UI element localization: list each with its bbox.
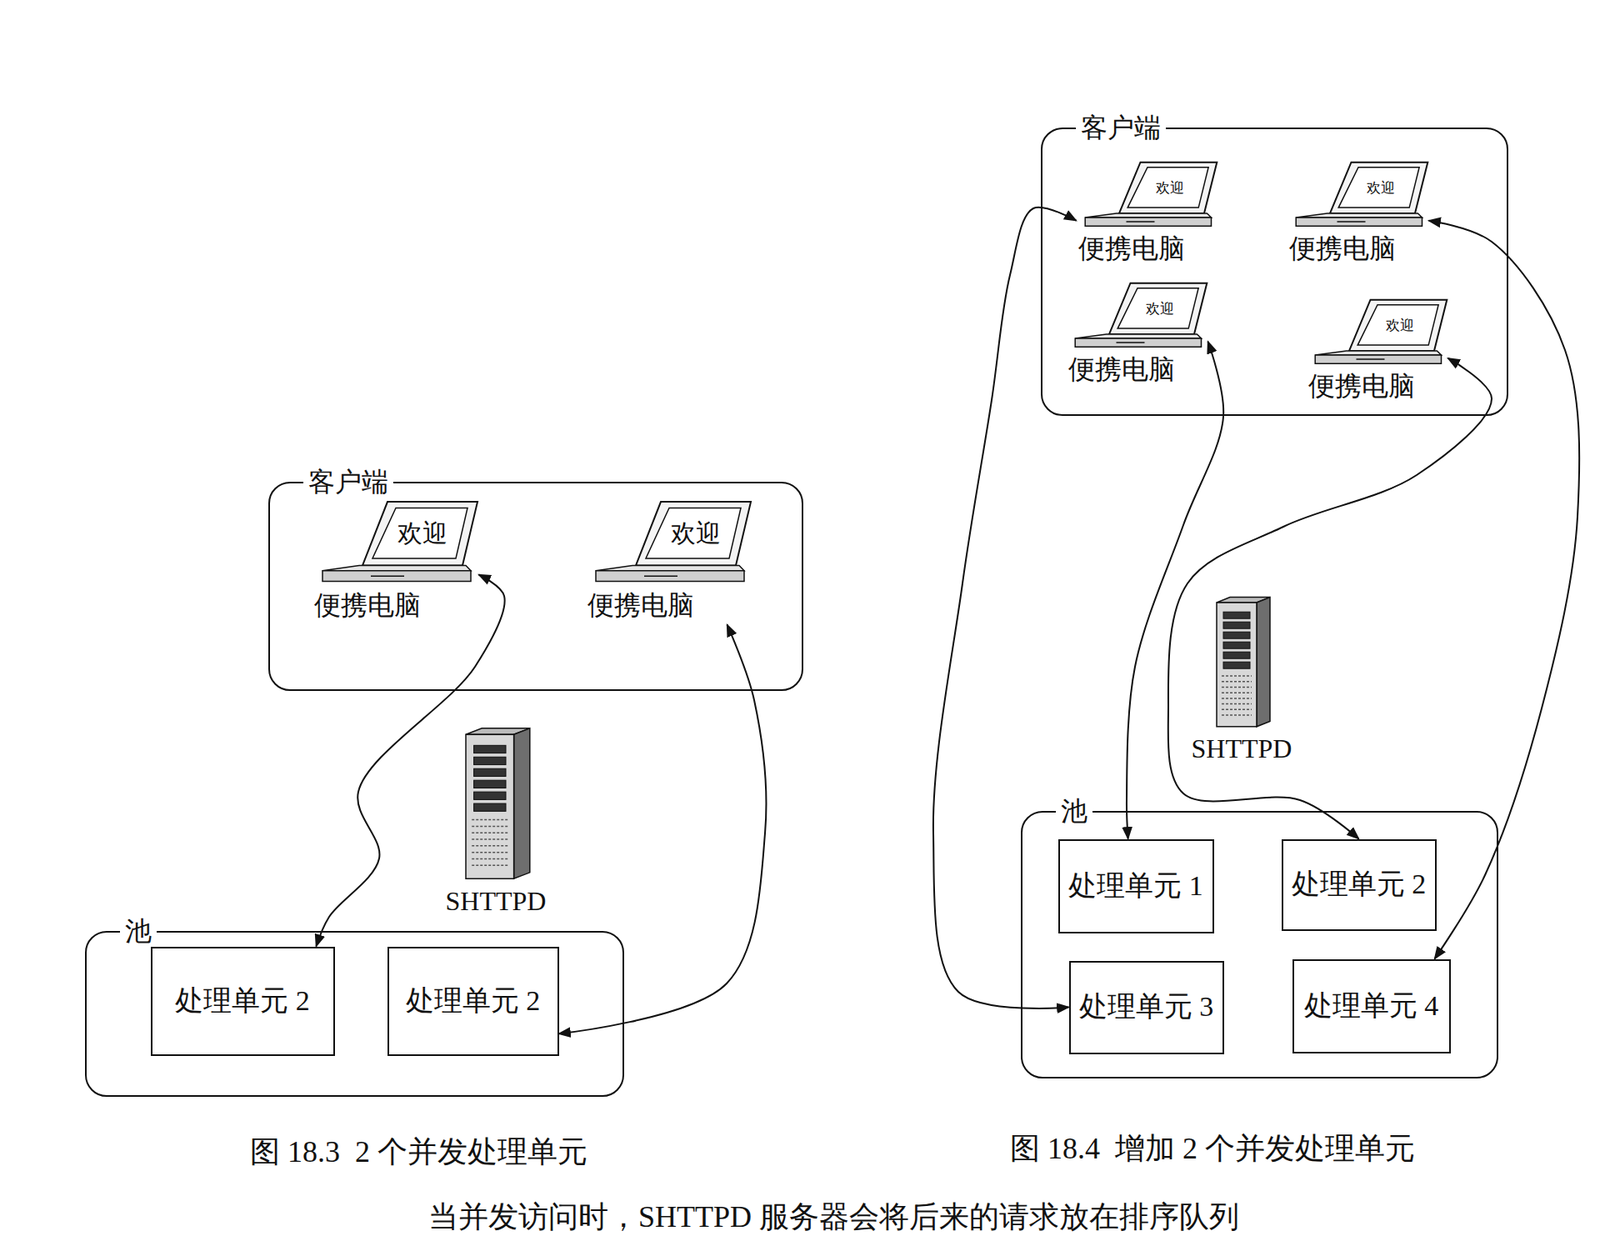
laptop-label: 便携电脑 <box>1306 370 1417 402</box>
caption-text: 当并发访问时，SHTTPD 服务器会将后来的请求放在排序队列 <box>428 1196 1240 1238</box>
group-box: 客户端欢迎便携电脑欢迎便携电脑欢迎便携电脑欢迎便携电脑 <box>1040 127 1509 416</box>
laptop-node: 欢迎便携电脑 <box>1076 160 1219 269</box>
connector-arrow <box>559 625 767 1035</box>
laptop-picture <box>1287 160 1430 232</box>
laptop-picture <box>585 500 753 589</box>
group-title: 池 <box>120 915 157 947</box>
unit-text: 处理单元 4 <box>1299 989 1445 1024</box>
laptop-node: 欢迎便携电脑 <box>585 500 753 625</box>
laptop-picture <box>1076 160 1219 232</box>
server-node: SHTTPD <box>1185 595 1300 768</box>
server-node: SHTTPD <box>439 726 554 920</box>
unit-text: 处理单元 2 <box>1288 867 1430 902</box>
process-box: 处理单元 4 <box>1292 959 1451 1054</box>
group-title: 客户端 <box>1075 111 1166 144</box>
connector-arrow <box>1168 358 1492 840</box>
unit-text: 处理单元 2 <box>157 984 329 1019</box>
caption-text: 图 18.3 2 个并发处理单元 <box>250 1131 588 1173</box>
group-title: 池 <box>1055 795 1093 827</box>
connector-arrow <box>1429 220 1580 960</box>
group-box: 池处理单元 1处理单元 2处理单元 3处理单元 4 <box>1020 810 1499 1079</box>
unit-text: 处理单元 1 <box>1065 869 1208 904</box>
screen-text: 欢迎 <box>670 520 721 546</box>
laptop-node: 欢迎便携电脑 <box>1066 281 1209 390</box>
process-box: 处理单元 2 <box>387 946 560 1056</box>
server-picture <box>1200 595 1284 730</box>
server-picture <box>445 726 546 882</box>
connector-arrow <box>933 207 1077 1009</box>
laptop-node: 欢迎便携电脑 <box>1306 298 1449 406</box>
laptop-label: 便携电脑 <box>1076 233 1187 265</box>
laptop-node: 欢迎便携电脑 <box>312 500 480 625</box>
unit-text: 处理单元 3 <box>1075 990 1218 1025</box>
laptop-label: 便携电脑 <box>1287 233 1398 265</box>
server-label: SHTTPD <box>442 885 550 917</box>
process-box: 处理单元 2 <box>150 946 335 1056</box>
caption-text: 图 18.4 增加 2 个并发处理单元 <box>1010 1128 1415 1170</box>
laptop-label: 便携电脑 <box>1066 354 1177 385</box>
process-box: 处理单元 1 <box>1058 839 1215 934</box>
server-label: SHTTPD <box>1188 732 1296 765</box>
laptop-label: 便携电脑 <box>312 590 423 621</box>
process-box: 处理单元 2 <box>1281 839 1437 931</box>
screen-text: 欢迎 <box>1385 317 1415 332</box>
laptop-picture <box>312 500 480 589</box>
screen-text: 欢迎 <box>1366 180 1395 195</box>
laptop-label: 便携电脑 <box>585 590 696 621</box>
screen-text: 欢迎 <box>397 520 448 546</box>
group-title: 客户端 <box>303 465 394 498</box>
group-box: 池处理单元 2处理单元 2 <box>85 930 625 1097</box>
process-box: 处理单元 3 <box>1069 960 1225 1055</box>
group-box: 客户端欢迎便携电脑欢迎便携电脑 <box>268 481 804 691</box>
laptop-node: 欢迎便携电脑 <box>1287 160 1430 269</box>
screen-text: 欢迎 <box>1145 300 1175 315</box>
screen-text: 欢迎 <box>1155 180 1185 195</box>
laptop-picture <box>1066 281 1209 353</box>
laptop-picture <box>1306 298 1449 370</box>
unit-text: 处理单元 2 <box>394 984 553 1019</box>
